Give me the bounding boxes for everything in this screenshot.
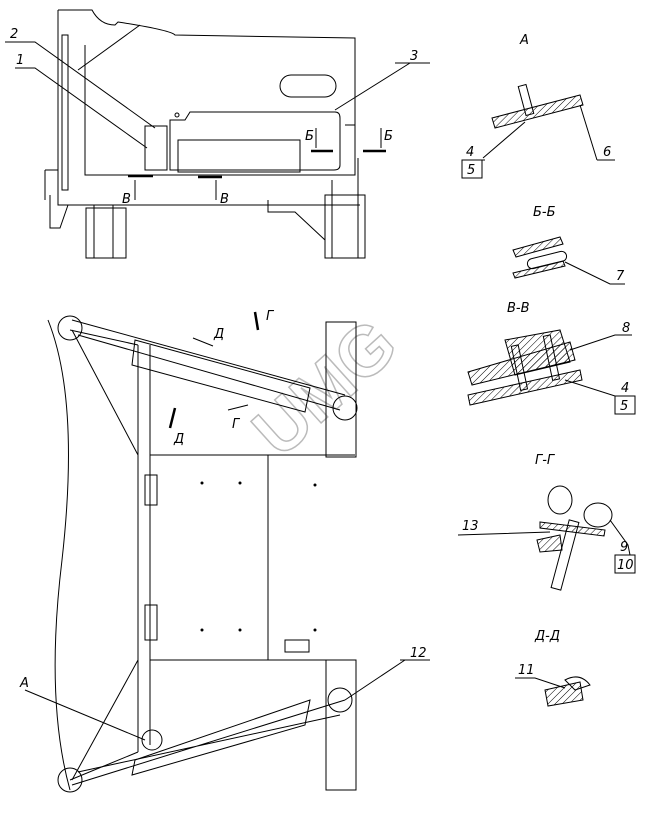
section-gg-pos-9: 9 <box>620 540 628 555</box>
section-mark-d-top: Д <box>213 327 224 342</box>
section-mark-b-right: Б <box>384 129 393 144</box>
position-label-3: 3 <box>410 49 418 64</box>
view-a-mark: А <box>19 676 29 691</box>
section-gg-title: Г-Г <box>535 453 556 468</box>
detail-view-a: А 4 5 6 <box>461 33 615 179</box>
section-gg-pos-13: 13 <box>462 519 479 534</box>
section-vv: В-В 8 4 5 <box>467 301 636 415</box>
position-label-12: 12 <box>410 646 427 661</box>
section-vv-pos-5-box: 5 <box>620 399 628 414</box>
detail-a-pos-6: 6 <box>603 145 611 160</box>
detail-a-pos-4: 4 <box>466 145 474 160</box>
section-mark-b-left: Б <box>305 129 314 144</box>
detail-a-pos-5-box: 5 <box>467 163 475 178</box>
section-bb: Б-Б 7 <box>512 205 625 285</box>
plan-view: Д Г Г Д А 12 <box>19 309 430 793</box>
section-gg: Г-Г 13 9 10 <box>457 453 636 591</box>
detail-a-title: А <box>519 33 529 48</box>
section-vv-pos-4: 4 <box>621 381 629 396</box>
section-vv-title: В-В <box>507 301 530 316</box>
section-mark-g-top: Г <box>266 309 275 324</box>
section-bb-pos-7: 7 <box>616 269 625 284</box>
position-label-1: 1 <box>16 53 24 68</box>
section-dd-pos-11: 11 <box>518 663 535 678</box>
section-mark-v-left: В <box>122 192 131 207</box>
side-view: 2 1 3 Б Б В В <box>5 9 430 259</box>
section-gg-pos-10-box: 10 <box>617 558 634 573</box>
section-mark-g-bottom: Г <box>232 417 241 432</box>
position-label-2: 2 <box>10 27 18 42</box>
section-vv-pos-8: 8 <box>622 321 630 336</box>
section-bb-title: Б-Б <box>533 205 556 220</box>
watermark: UMG <box>238 304 412 471</box>
section-mark-v-right: В <box>220 192 229 207</box>
section-dd: Д-Д 11 <box>515 629 591 707</box>
section-mark-d-bottom: Д <box>173 432 184 447</box>
section-dd-title: Д-Д <box>534 629 560 644</box>
